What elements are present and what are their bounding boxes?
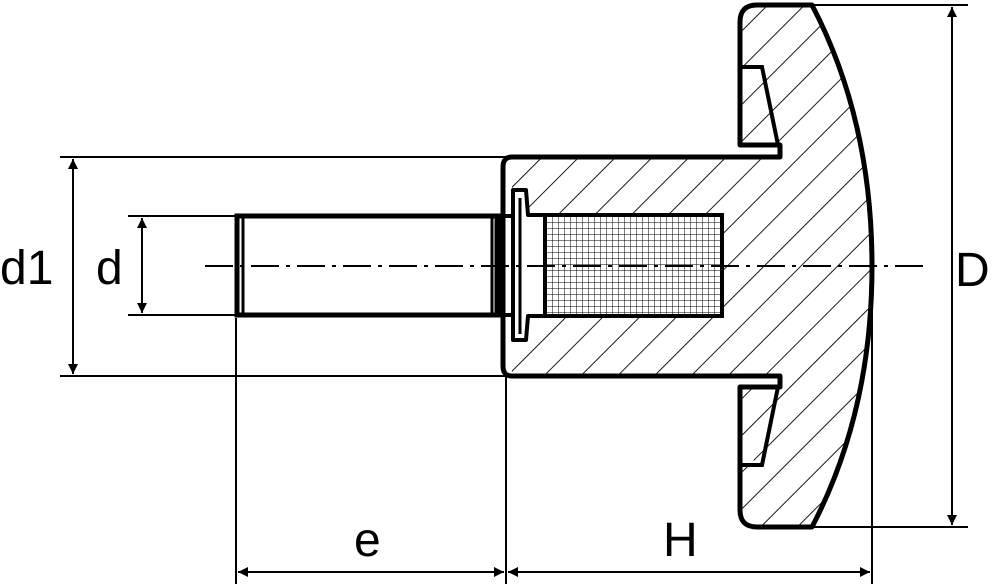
grip-recess-bottom — [740, 386, 780, 467]
label-H: H — [663, 514, 698, 567]
label-e: e — [354, 514, 381, 567]
label-D: D — [955, 244, 990, 297]
label-d: d — [96, 242, 123, 295]
grip-recess-top — [740, 65, 780, 146]
knob-outline — [500, 2, 875, 530]
label-d1: d1 — [0, 242, 53, 295]
